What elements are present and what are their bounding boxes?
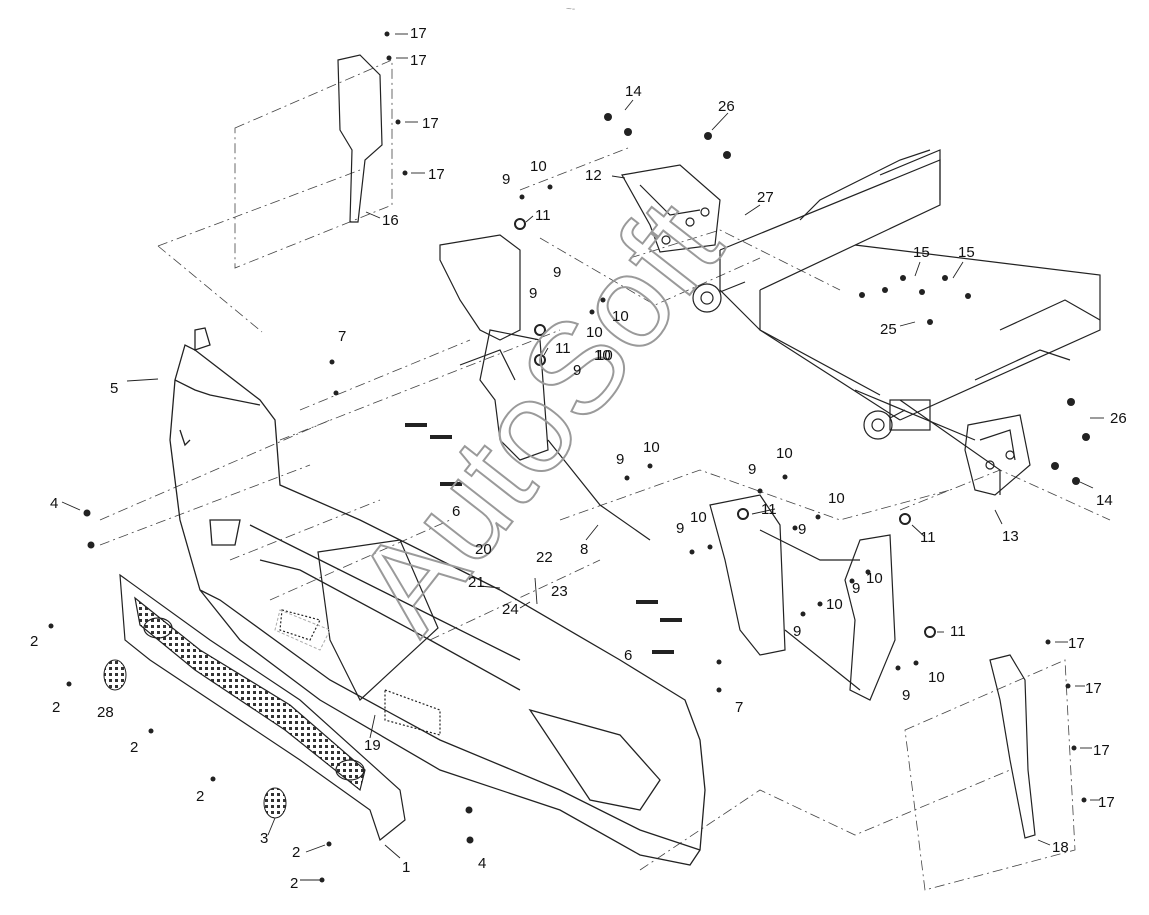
callout-10: 10 <box>612 308 629 325</box>
fasteners <box>48 31 1090 883</box>
callout-19: 19 <box>364 737 381 754</box>
callout-9: 9 <box>529 285 537 302</box>
top-mark: ~- <box>566 4 575 15</box>
callout-17: 17 <box>422 115 439 132</box>
callout-11: 11 <box>555 340 571 357</box>
callout-10: 10 <box>594 347 611 364</box>
grille-panel <box>119 573 406 842</box>
callout-17: 17 <box>428 166 445 183</box>
chassis-frame <box>719 149 1101 495</box>
callout-8: 8 <box>580 541 588 558</box>
callout-21: 21 <box>468 574 485 591</box>
callout-28: 28 <box>97 704 114 721</box>
license-plate <box>279 539 441 736</box>
callout-15: 15 <box>913 244 930 261</box>
callout-25: 25 <box>880 321 897 338</box>
callout-9: 9 <box>553 264 561 281</box>
callout-17: 17 <box>1068 635 1085 652</box>
vent-3 <box>263 787 287 819</box>
callout-24: 24 <box>502 601 519 618</box>
callout-9: 9 <box>748 461 756 478</box>
bracket-13 <box>964 414 1031 496</box>
callout-10: 10 <box>530 158 547 175</box>
callout-7: 7 <box>338 328 346 345</box>
side-trim-16 <box>337 54 383 223</box>
callout-10: 10 <box>776 445 793 462</box>
callout-26: 26 <box>1110 410 1127 427</box>
callout-2: 2 <box>52 699 60 716</box>
callout-17: 17 <box>410 25 427 42</box>
side-trim-18 <box>989 654 1036 839</box>
callout-7: 7 <box>735 699 743 716</box>
callout-10: 10 <box>690 509 707 526</box>
callout-9: 9 <box>793 623 801 640</box>
callout-2: 2 <box>30 633 38 650</box>
callout-10: 10 <box>866 570 883 587</box>
callout-9: 9 <box>902 687 910 704</box>
callout-13: 13 <box>1002 528 1019 545</box>
callout-11: 11 <box>535 207 551 224</box>
callout-11: 11 <box>920 529 936 546</box>
callout-23: 23 <box>551 583 568 600</box>
callout-14: 14 <box>625 83 642 100</box>
leader-lines <box>61 33 1104 881</box>
tow-hook-left <box>692 281 746 313</box>
callout-10: 10 <box>928 669 945 686</box>
callout-17: 17 <box>1098 794 1115 811</box>
callout-9: 9 <box>573 362 581 379</box>
callout-4: 4 <box>50 495 58 512</box>
callout-5: 5 <box>110 380 118 397</box>
callout-9: 9 <box>852 580 860 597</box>
callout-4: 4 <box>478 855 486 872</box>
callout-10: 10 <box>586 324 603 341</box>
callout-11: 11 <box>950 623 966 640</box>
mount-bracket-left <box>439 234 651 541</box>
callout-17: 17 <box>410 52 427 69</box>
callout-17: 17 <box>1093 742 1110 759</box>
watermark: AutoSoft <box>327 174 749 657</box>
callout-16: 16 <box>382 212 399 229</box>
reflector-left <box>274 609 331 651</box>
callout-12: 12 <box>585 167 602 184</box>
callout-18: 18 <box>1052 839 1069 856</box>
callout-6: 6 <box>624 647 632 664</box>
callout-10: 10 <box>826 596 843 613</box>
callout-9: 9 <box>798 521 806 538</box>
callout-15: 15 <box>958 244 975 261</box>
guide-lines <box>99 59 1111 891</box>
mount-bracket-right <box>709 494 896 701</box>
callout-20: 20 <box>475 541 492 558</box>
callout-10: 10 <box>596 347 613 364</box>
callout-10: 10 <box>828 490 845 507</box>
callout-6: 6 <box>452 503 460 520</box>
bracket-12 <box>621 164 721 253</box>
callout-26: 26 <box>718 98 735 115</box>
callout-11: 11 <box>761 501 777 518</box>
callout-17: 17 <box>1085 680 1102 697</box>
callout-1: 1 <box>402 859 410 876</box>
vent-28 <box>103 659 127 691</box>
callout-2: 2 <box>290 875 298 892</box>
callout-2: 2 <box>196 788 204 805</box>
callout-9: 9 <box>616 451 624 468</box>
callout-3: 3 <box>260 830 268 847</box>
callout-2: 2 <box>292 844 300 861</box>
tow-hook-right <box>863 409 906 440</box>
callout-10: 10 <box>643 439 660 456</box>
callout-2: 2 <box>130 739 138 756</box>
callout-27: 27 <box>757 189 774 206</box>
callout-14: 14 <box>1096 492 1113 509</box>
callout-22: 22 <box>536 549 553 566</box>
bumper-body <box>169 327 706 866</box>
callout-9: 9 <box>502 171 510 188</box>
callout-9: 9 <box>676 520 684 537</box>
